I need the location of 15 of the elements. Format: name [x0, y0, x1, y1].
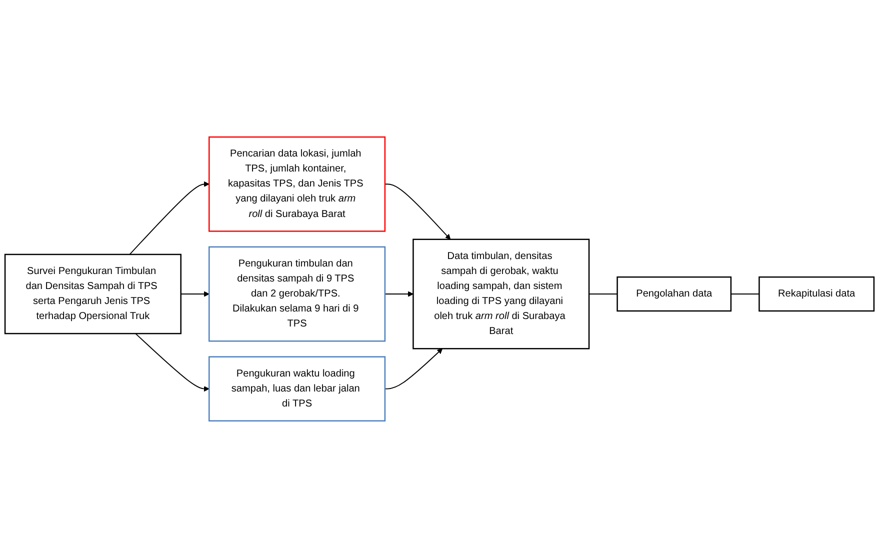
arrow — [384, 184, 451, 240]
node-box: Survei Pengukuran Timbulan dan Densitas Sampah di TPS serta Pengaruh Jenis TPS terhadap Opersional Truk — [4, 254, 182, 334]
arrow — [180, 291, 210, 297]
arrow — [384, 348, 443, 390]
node-box: Pengukuran waktu loading sampah, luas dan lebar jalan di TPS — [208, 356, 386, 422]
node-box: Data timbulan, densitas sampah di gerobak, waktu loading sampah, dan sistem loading di TPS yang dilayani oleh truk arm roll di Surabaya Barat — [412, 238, 590, 350]
arrow — [384, 291, 414, 297]
arrow — [129, 181, 210, 255]
node-box: Rekapitulasi data — [758, 276, 875, 312]
node-box: Pencarian data lokasi, jumlah TPS, jumlah kontainer, kapasitas TPS, dan Jenis TPS yang dilayani oleh truk arm roll di Surabaya Barat — [208, 136, 386, 232]
node-box: Pengukuran timbulan dan densitas sampah di 9 TPS dan 2 gerobak/TPS. Dilakukan selama 9 hari di 9 TPS — [208, 246, 386, 342]
connector — [730, 294, 760, 295]
connector — [588, 294, 618, 295]
arrow — [135, 333, 210, 392]
node-box: Pengolahan data — [616, 276, 732, 312]
